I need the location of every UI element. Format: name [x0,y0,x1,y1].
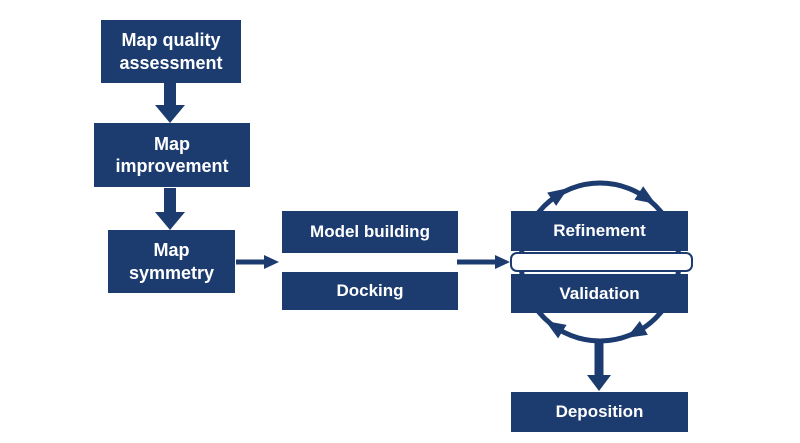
node-map-symmetry: Map symmetry [108,230,235,293]
node-refinement: Refinement [511,211,688,251]
node-validation: Validation [511,274,688,313]
arrow-cycle-to-deposition-icon [587,341,611,391]
refinement-validation-connector [510,252,693,272]
arrow-map-symmetry-to-model-building-docking-icon [236,255,279,269]
arrow-model-building-docking-to-refinement-validation-icon [457,255,510,269]
cycle-arrowhead-bottom-left-icon [545,321,567,339]
node-model-building: Model building [282,211,458,253]
cycle-arrowhead-top-right-icon [634,186,656,204]
cycle-arrowhead-bottom-right-icon [626,320,648,338]
node-docking: Docking [282,272,458,310]
cycle-arrowhead-top-left-icon [547,188,569,206]
node-map-improvement: Map improvement [94,123,250,187]
arrow-map-quality-to-map-improvement-icon [155,83,185,123]
node-deposition: Deposition [511,392,688,432]
node-map-quality-assessment: Map quality assessment [101,20,241,83]
arrow-map-improvement-to-map-symmetry-icon [155,188,185,230]
